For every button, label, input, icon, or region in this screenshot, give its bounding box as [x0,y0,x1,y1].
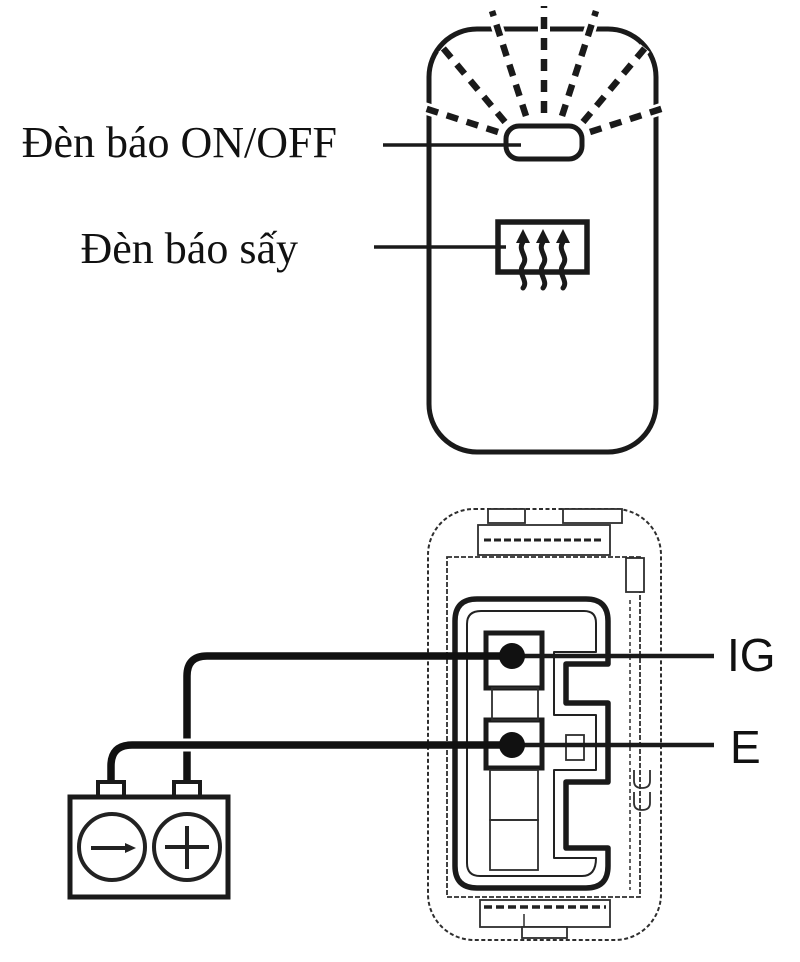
wire-crossing-casing [104,738,330,780]
switch-front-view [374,6,666,455]
battery [67,780,231,900]
wiring [104,643,714,784]
label-terminal-ig: IG [727,629,776,681]
terminal-cell-empty-2 [489,819,539,871]
heater-indicator-icon [495,219,590,291]
lamp-rays-icon [422,6,666,138]
housing-u-marks [633,770,651,811]
label-terminal-e: E [730,721,761,773]
label-indicator-on-off: Đèn báo ON/OFF [22,118,337,167]
housing-bottom-bar [479,899,611,939]
housing-top-slot [477,524,611,556]
battery-positive-terminal-icon [152,812,222,882]
housing-top-tab-left [487,508,526,524]
terminal-dot-ig [499,643,525,669]
wire-positive-ig [183,652,512,784]
connector-key-detail [565,734,585,761]
terminal-dot-e [499,732,525,758]
connector-inner-contour [466,610,597,877]
battery-body [67,794,231,900]
housing-top-tab-right [562,508,623,524]
battery-negative-terminal-icon [77,812,147,882]
housing-corner-detail [625,557,645,593]
terminal-cell-spacer [491,687,539,721]
housing-inner-body [446,556,641,898]
switch-rear-connector-view [427,508,662,941]
on-off-lamp-icon [503,123,585,162]
wire-negative-e [107,741,512,784]
label-indicator-heater: Đèn báo sấy [81,224,299,273]
